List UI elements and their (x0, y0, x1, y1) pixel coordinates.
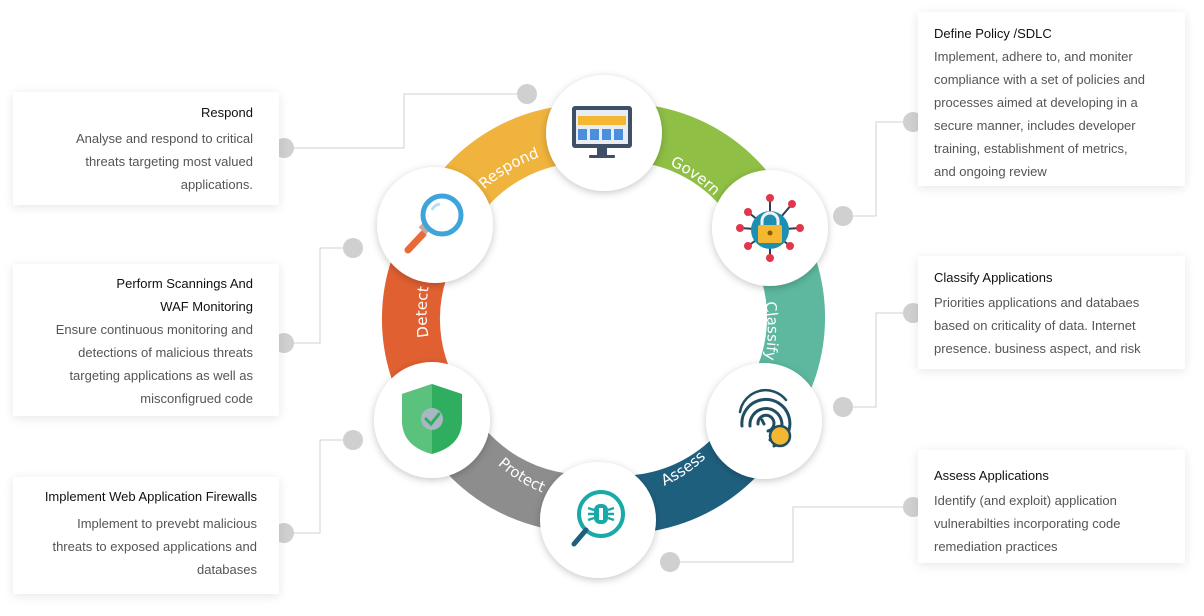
assess-card: Assess Applications Identify (and exploi… (918, 450, 1185, 563)
bug-search-icon (571, 490, 625, 547)
connector-assess (670, 506, 913, 563)
network-lock-icon (736, 194, 804, 262)
policy-card-line: training, establishment of metrics, (934, 141, 1128, 156)
scanning-card-line: detections of malicious threats (78, 345, 253, 360)
scanning-card-title: Perform Scannings And (116, 276, 253, 291)
classify-card-line: Priorities applications and databaes (934, 295, 1140, 310)
assess-card-title: Assess Applications (934, 468, 1049, 483)
dot (343, 430, 363, 450)
assess-card-line: vulnerabilties incorporating code (934, 516, 1121, 531)
shield-check-icon (402, 384, 462, 454)
ring-label-classify: Classify (761, 300, 782, 362)
ring-label-detect: Detect (413, 285, 433, 339)
connector-lines (284, 93, 913, 563)
firewall-card-line: threats to exposed applications and (52, 539, 257, 554)
policy-card-line: compliance with a set of policies and (934, 72, 1146, 87)
policy-card-line: and ongoing review (934, 164, 1047, 179)
scanning-card-title: WAF Monitoring (160, 299, 253, 314)
scanning-card-line: Ensure continuous monitoring and (55, 322, 253, 337)
policy-card-line: secure manner, includes developer (934, 118, 1136, 133)
dot (343, 238, 363, 258)
scanning-card: Perform Scannings And WAF Monitoring Ens… (13, 264, 279, 416)
dot (660, 552, 680, 572)
firewall-card-line: databases (197, 562, 257, 577)
firewall-card: Implement Web Application Firewalls Impl… (13, 477, 279, 594)
connector-respond (284, 93, 527, 149)
classify-card-line: based on criticality of data. Internet (934, 318, 1136, 333)
policy-card-line: processes aimed at developing in a (934, 95, 1138, 110)
connector-scanning (284, 247, 353, 344)
dashboard-monitor-icon (572, 106, 632, 158)
respond-card: Respond Analyse and respond to critical … (13, 92, 279, 205)
respond-card-line: applications. (180, 177, 253, 192)
policy-card-line: Implement, adhere to, and moniter (934, 49, 1133, 64)
respond-card-line: threats targeting most valued (85, 154, 253, 169)
dot (274, 523, 294, 543)
respond-card-line: Analyse and respond to critical (75, 131, 253, 146)
firewall-card-title: Implement Web Application Firewalls (44, 489, 257, 504)
fingerprint-icon (738, 388, 792, 448)
policy-card: Define Policy /SDLC Implement, adhere to… (918, 12, 1185, 186)
classify-card: Classify Applications Priorities applica… (918, 256, 1185, 369)
respond-card-title: Respond (200, 105, 253, 120)
firewall-card-line: Implement to prevebt malicious (77, 516, 257, 531)
assess-card-line: Identify (and exploit) application (934, 493, 1117, 508)
dot (274, 138, 294, 158)
connector-firewall (284, 439, 353, 534)
assess-card-line: remediation practices (934, 539, 1058, 554)
policy-card-title: Define Policy /SDLC (934, 26, 1052, 41)
dot (517, 84, 537, 104)
dot (833, 397, 853, 417)
dot (274, 333, 294, 353)
connector-policy (843, 121, 913, 217)
dot (833, 206, 853, 226)
scanning-card-line: targeting applications as well as (69, 368, 253, 383)
magnifier-icon (404, 193, 464, 254)
classify-card-line: presence. business aspect, and risk (934, 341, 1141, 356)
classify-card-title: Classify Applications (934, 270, 1053, 285)
connector-classify (843, 312, 913, 408)
scanning-card-line: misconfigrued code (140, 391, 253, 406)
